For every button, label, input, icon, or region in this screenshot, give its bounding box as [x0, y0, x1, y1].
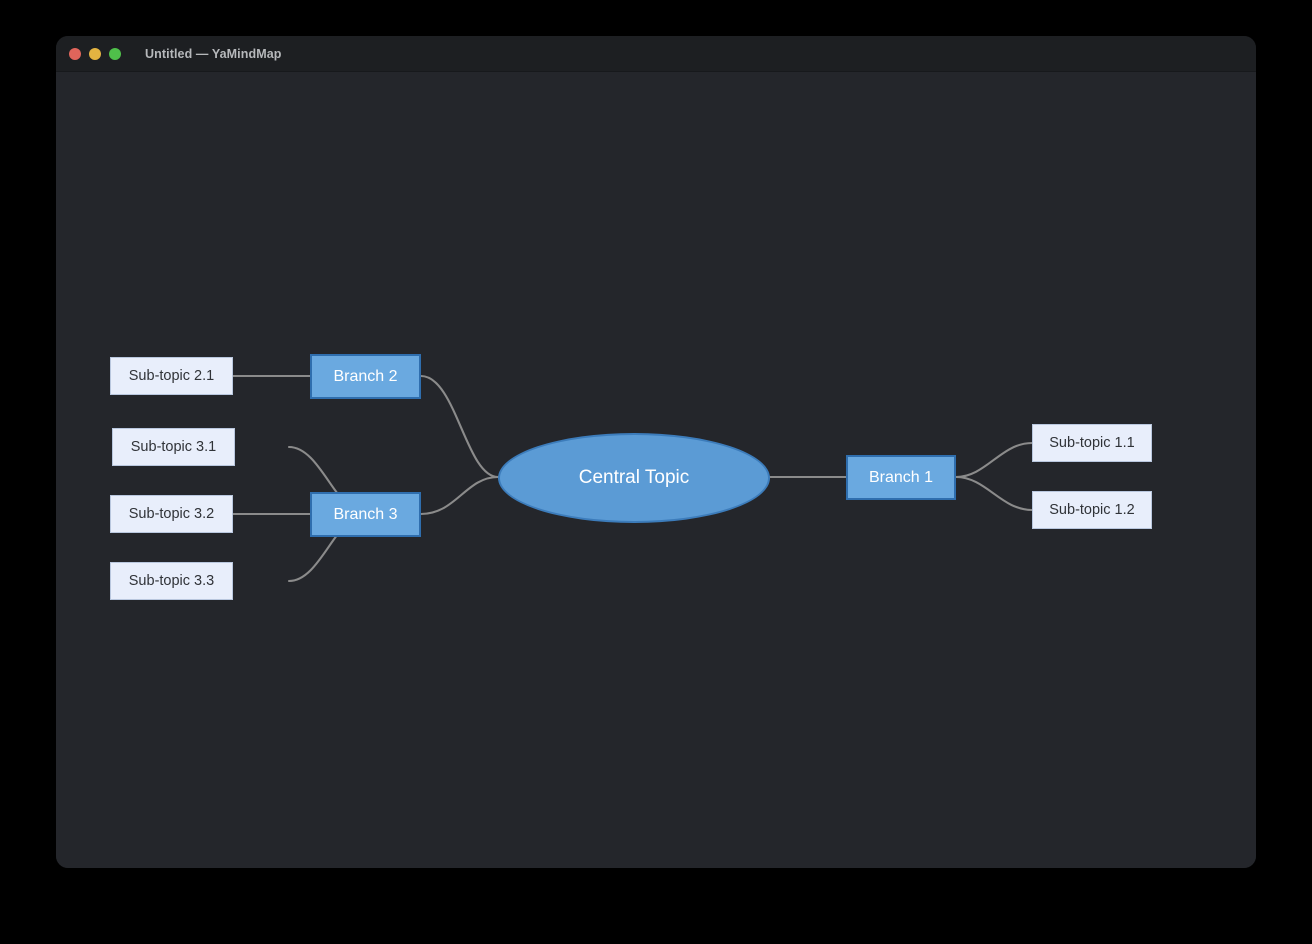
window-title: Untitled — YaMindMap: [145, 46, 282, 61]
node-central-topic[interactable]: Central Topic: [498, 433, 770, 523]
traffic-light-group: [69, 47, 121, 60]
node-label: Sub-topic 3.3: [128, 573, 215, 589]
node-label: Branch 1: [868, 468, 934, 486]
node-label: Sub-topic 3.2: [128, 506, 215, 522]
node-sub-topic-2-1[interactable]: Sub-topic 2.1: [110, 357, 233, 395]
node-sub-topic-3-1[interactable]: Sub-topic 3.1: [112, 428, 235, 466]
node-sub-topic-3-3[interactable]: Sub-topic 3.3: [110, 562, 233, 600]
node-sub-topic-3-2[interactable]: Sub-topic 3.2: [110, 495, 233, 533]
node-label: Sub-topic 1.2: [1049, 502, 1135, 518]
node-label: Sub-topic 1.1: [1049, 435, 1135, 451]
node-label: Sub-topic 2.1: [128, 368, 215, 384]
node-label: Branch 3: [333, 505, 398, 523]
edge-branch1-sub11: [954, 441, 1034, 479]
minimize-window-button[interactable]: [89, 47, 101, 60]
node-sub-topic-1-2[interactable]: Sub-topic 1.2: [1032, 491, 1152, 529]
edge-central-branch2: [419, 374, 500, 479]
app-window: Untitled — YaMindMap Central Topic Branc…: [56, 36, 1256, 868]
edge-branch1-sub12: [954, 475, 1034, 512]
node-branch-3[interactable]: Branch 3: [310, 492, 421, 537]
node-label: Sub-topic 3.1: [130, 439, 217, 455]
zoom-window-button[interactable]: [109, 47, 121, 60]
node-label: Branch 2: [333, 367, 398, 385]
title-bar[interactable]: Untitled — YaMindMap: [56, 36, 1256, 72]
node-branch-1[interactable]: Branch 1: [846, 455, 956, 500]
mindmap-canvas[interactable]: Central Topic Branch 1 Branch 2 Branch 3…: [56, 72, 1256, 868]
node-sub-topic-1-1[interactable]: Sub-topic 1.1: [1032, 424, 1152, 462]
node-label: Central Topic: [578, 467, 690, 488]
close-window-button[interactable]: [69, 47, 81, 60]
node-branch-2[interactable]: Branch 2: [310, 354, 421, 399]
edge-central-branch3: [419, 475, 500, 516]
